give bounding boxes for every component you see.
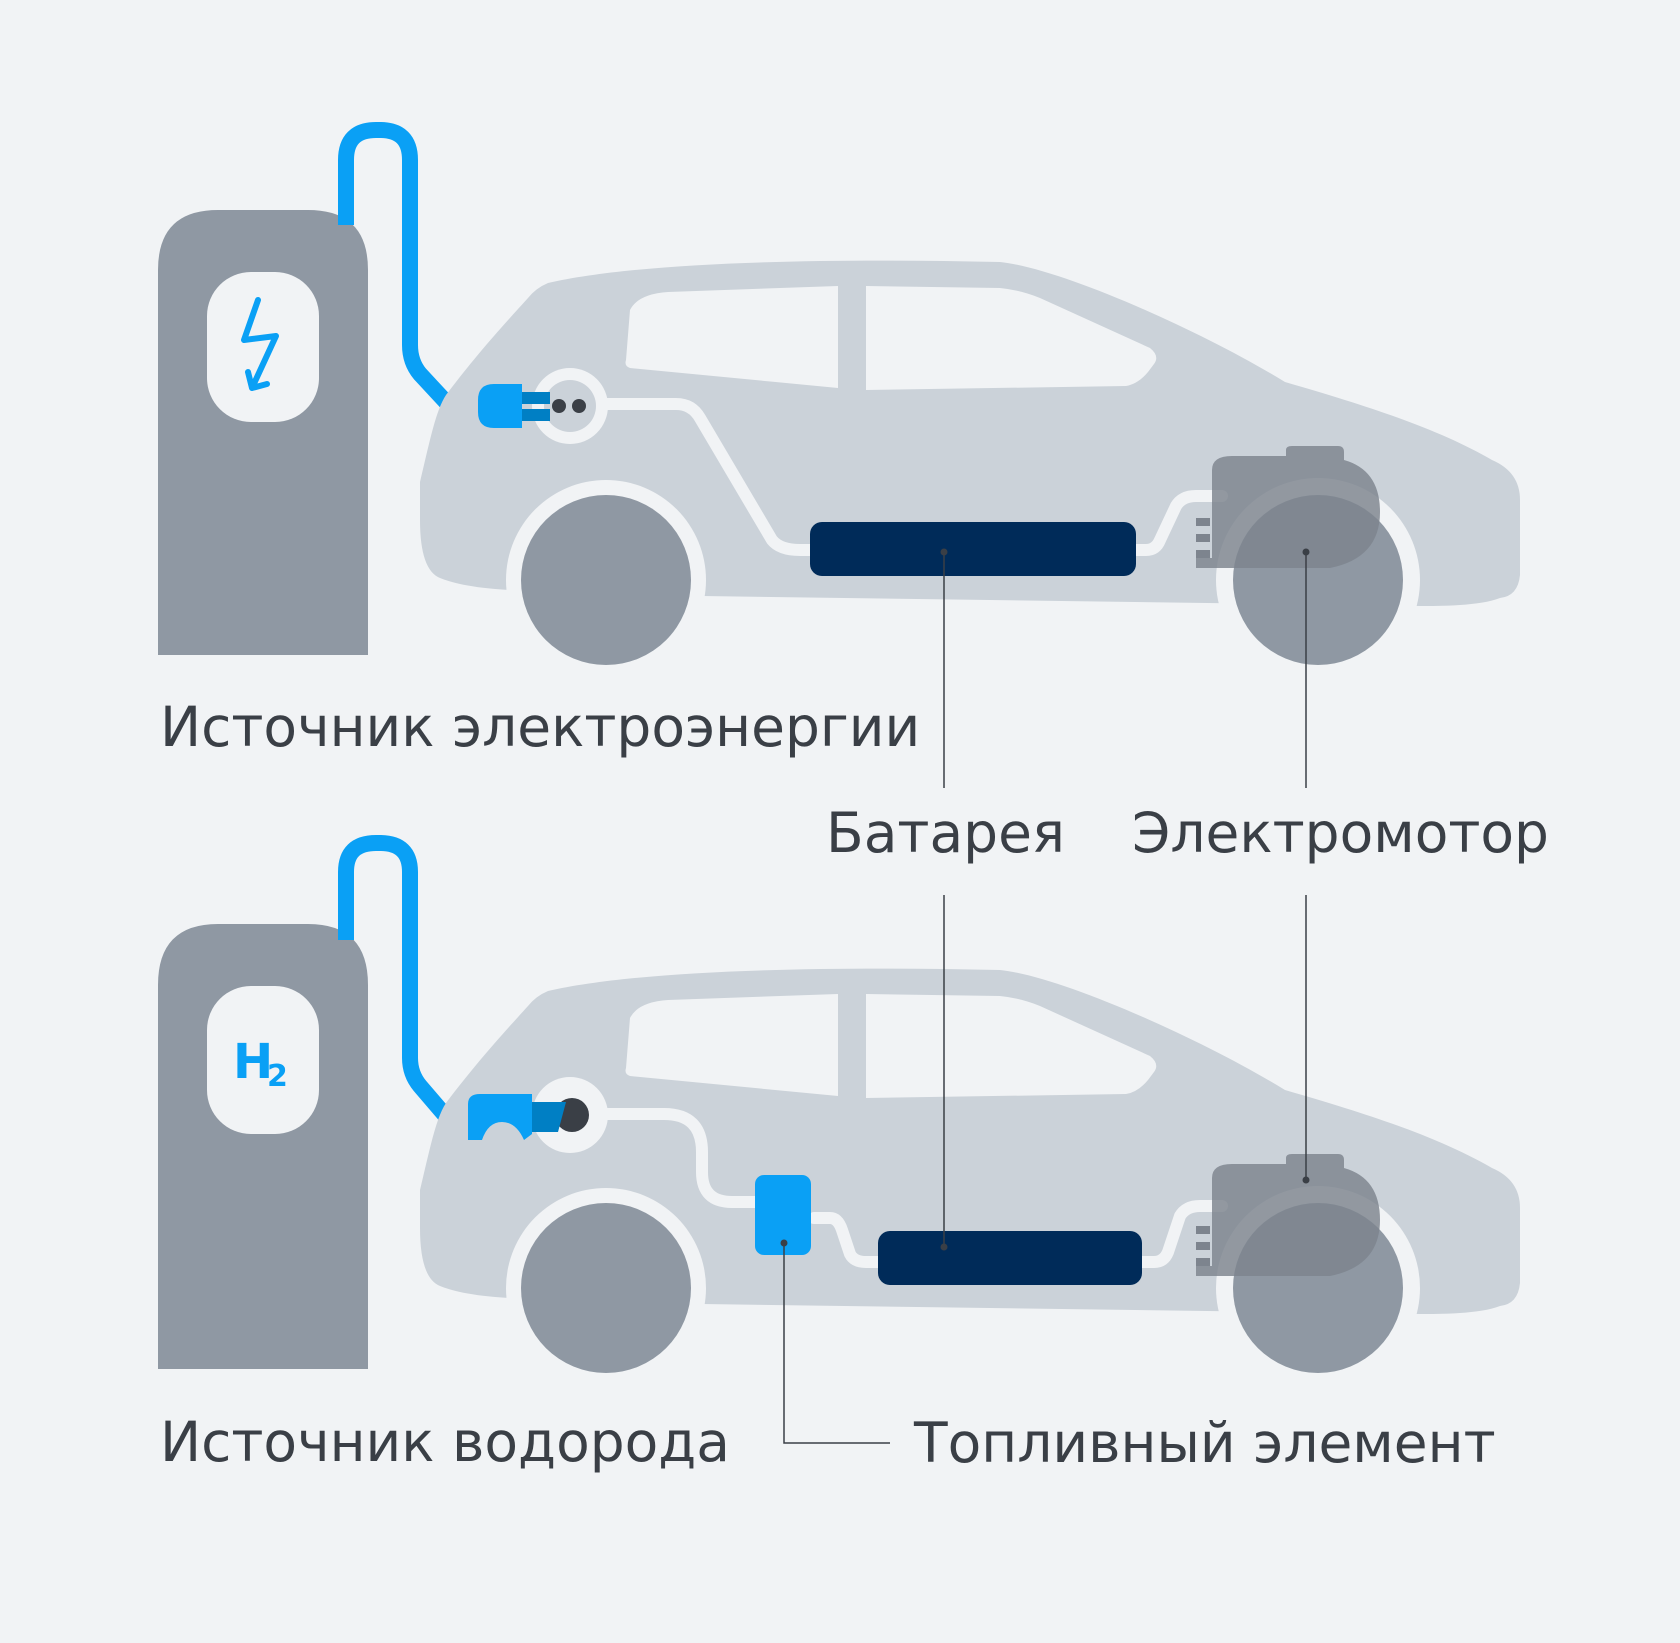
electric-car-scene: [158, 122, 1520, 682]
fuel-cell: [755, 1175, 811, 1255]
electricity-source-label: Источник электроэнергии: [160, 695, 921, 759]
leader-dots: [780, 548, 1310, 1251]
car-rear-window: [625, 286, 838, 388]
electric-power-line: [598, 398, 1228, 556]
svg-text:2: 2: [267, 1059, 288, 1094]
leader-lines: [783, 552, 1307, 1444]
h2-icon: H 2: [233, 1034, 288, 1094]
station-icon-badge-h2: [207, 986, 319, 1134]
hydrogen-station: H 2: [158, 924, 368, 1369]
car-window-pillar: [838, 992, 866, 1104]
electric-charging-station: [158, 210, 368, 655]
electric-car-body: [420, 260, 1520, 606]
svg-text:H: H: [233, 1034, 273, 1090]
hydrogen-car-battery: [878, 1231, 1142, 1285]
hydrogen-nozzle: [468, 1094, 566, 1140]
battery-label: Батарея: [826, 801, 1066, 865]
fuel-cell-label: Топливный элемент: [914, 1411, 1496, 1475]
electric-motor-label: Электромотор: [1132, 801, 1549, 865]
hydrogen-source-label: Источник водорода: [160, 1410, 731, 1474]
car-front-window: [866, 286, 1157, 390]
electric-motor: [1196, 446, 1380, 568]
station-icon-badge: [207, 272, 319, 422]
hydrogen-car-scene: H 2: [158, 835, 1520, 1390]
hydrogen-rear-wheel: [506, 1188, 706, 1388]
car-rear-window: [625, 994, 838, 1096]
hydrogen-car-motor: [1196, 1154, 1380, 1276]
hydrogen-car-body: [420, 968, 1520, 1314]
electric-battery: [810, 522, 1136, 576]
fuel-cell-leader: [783, 1243, 890, 1444]
electric-rear-wheel: [506, 480, 706, 680]
hydrogen-power-line: [598, 1108, 1228, 1268]
car-window-pillar: [838, 284, 866, 396]
car-front-window: [866, 994, 1157, 1098]
lightning-bolt-icon: [241, 297, 279, 391]
electric-plug: [478, 384, 550, 428]
electric-charging-port: [532, 368, 608, 444]
